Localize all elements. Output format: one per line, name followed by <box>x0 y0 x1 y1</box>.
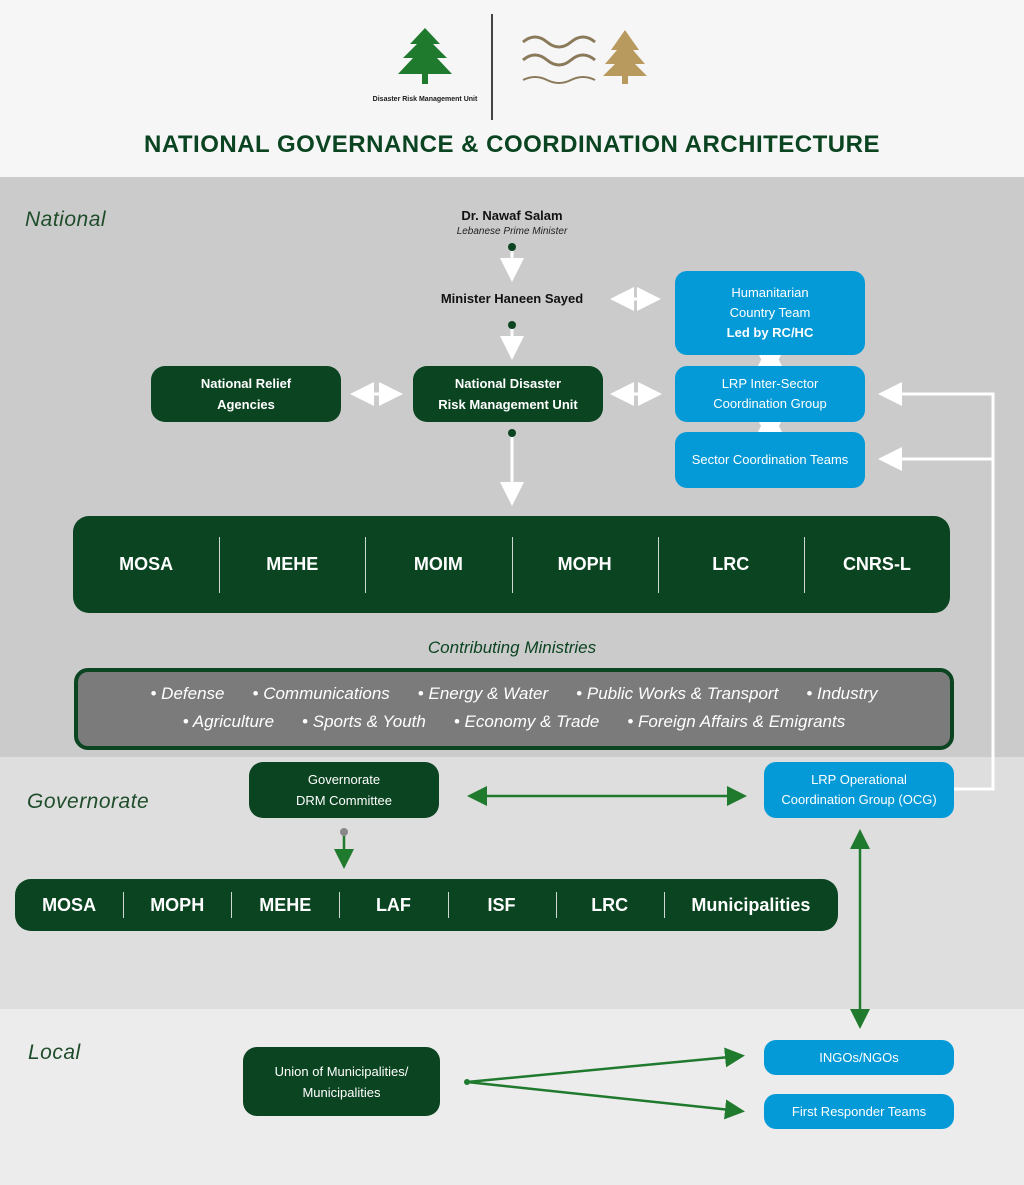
node-lrp-ocg: LRP Operational Coordination Group (OCG) <box>764 762 954 818</box>
contributing-item: Industry <box>806 684 877 704</box>
drmu-line-1: National Disaster <box>454 376 562 391</box>
relief-line-2: Agencies <box>217 397 275 412</box>
node-national-relief-agencies: National Relief Agencies <box>151 366 341 422</box>
node-drmu: National Disaster Risk Management Unit <box>413 366 603 422</box>
node-lrp-inter-sector: LRP Inter-Sector Coordination Group <box>675 366 865 422</box>
minister-name: Minister Haneen Sayed <box>440 291 584 306</box>
level-label-national: National <box>25 208 107 231</box>
drm-unit-logo: Disaster Risk Management Unit <box>370 24 480 114</box>
governorate-entity: ISF <box>447 892 556 918</box>
ministry-item: MEHE <box>219 536 365 593</box>
node-first-responder-teams: First Responder Teams <box>764 1094 954 1129</box>
contributing-item: Defense <box>150 684 224 704</box>
header-band <box>0 0 1024 177</box>
ministry-item: MOPH <box>511 536 658 593</box>
connector-dot <box>508 321 516 329</box>
node-union-of-municipalities: Union of Municipalities/ Municipalities <box>243 1047 440 1116</box>
pm-name: Dr. Nawaf Salam <box>461 208 563 223</box>
pm-role: Lebanese Prime Minister <box>456 226 568 237</box>
node-sector-coordination-teams: Sector Coordination Teams <box>675 432 865 488</box>
arrow-muni-ingos <box>466 1047 745 1084</box>
presidency-logo <box>515 24 655 108</box>
muni-line-1: Union of Municipalities/ <box>274 1063 409 1079</box>
page-title: NATIONAL GOVERNANCE & COORDINATION ARCHI… <box>144 131 880 158</box>
relief-line-1: National Relief <box>200 376 292 391</box>
sector-teams-label: Sector Coordination Teams <box>691 452 849 467</box>
contributing-item: Agriculture <box>183 712 274 732</box>
lrp-isc-line-2: Coordination Group <box>713 396 827 411</box>
muni-line-2: Municipalities <box>302 1084 381 1100</box>
ministry-item: MOSA <box>119 554 174 574</box>
hct-line-1: Humanitarian <box>731 285 809 300</box>
governorate-entity: LRC <box>555 892 664 918</box>
contributing-item: Economy & Trade <box>454 712 600 732</box>
governorate-entity: MOPH <box>123 892 231 918</box>
ingos-label: INGOs/NGOs <box>819 1049 899 1065</box>
connector-dot <box>508 429 516 437</box>
contributing-item: Foreign Affairs & Emigrants <box>627 712 845 732</box>
hct-line-3: Led by RC/HC <box>726 325 814 340</box>
contributing-row-1: Defense Communications Energy & Water Pu… <box>78 684 950 704</box>
contributing-item: Communications <box>253 684 390 704</box>
contributing-item: Energy & Water <box>418 684 548 704</box>
ocg-line-1: LRP Operational <box>811 772 907 787</box>
ministry-item: LRC <box>657 536 804 593</box>
ocg-line-2: Coordination Group (OCG) <box>781 792 937 807</box>
governorate-entity: Municipalities <box>663 892 838 918</box>
ministry-item: CNRS-L <box>803 536 950 593</box>
connector-ocg-national <box>878 382 995 791</box>
governorate-entity: MOSA <box>42 894 97 915</box>
contributing-item: Public Works & Transport <box>576 684 778 704</box>
logo-divider <box>491 14 493 120</box>
ministry-item: MOIM <box>365 536 511 593</box>
drm-logo-caption: Disaster Risk Management Unit <box>372 96 478 103</box>
presidency-emblem-icon <box>522 30 647 84</box>
drmu-line-2: Risk Management Unit <box>438 397 578 412</box>
node-governorate-drm-committee: Governorate DRM Committee <box>249 762 439 818</box>
node-ingos-ngos: INGOs/NGOs <box>764 1040 954 1075</box>
committee-line-1: Governorate <box>307 772 381 787</box>
governorate-entity: MEHE <box>231 892 339 918</box>
national-ministries-bar: MOSA MEHE MOIM MOPH LRC CNRS-L <box>73 516 950 613</box>
arrow-muni-responders <box>466 1080 745 1120</box>
contributing-row-2: Agriculture Sports & Youth Economy & Tra… <box>78 712 950 732</box>
level-label-local: Local <box>28 1041 81 1064</box>
contributing-item: Sports & Youth <box>302 712 426 732</box>
connector-dot <box>340 828 348 836</box>
responders-label: First Responder Teams <box>791 1103 927 1119</box>
governorate-entities-bar: MOSA MOPH MEHE LAF ISF LRC Municipalitie… <box>15 879 838 931</box>
committee-line-2: DRM Committee <box>295 793 393 808</box>
governorate-entity: LAF <box>339 892 447 918</box>
connector-dot <box>508 243 516 251</box>
hct-line-2: Country Team <box>729 305 811 320</box>
contributing-ministries-box: Defense Communications Energy & Water Pu… <box>74 668 954 750</box>
node-humanitarian-country-team: Humanitarian Country Team Led by RC/HC <box>675 271 865 355</box>
cedar-tree-icon <box>398 28 452 84</box>
level-label-governorate: Governorate <box>27 790 150 813</box>
lrp-isc-line-1: LRP Inter-Sector <box>721 376 819 391</box>
contributing-ministries-label: Contributing Ministries <box>427 638 597 657</box>
